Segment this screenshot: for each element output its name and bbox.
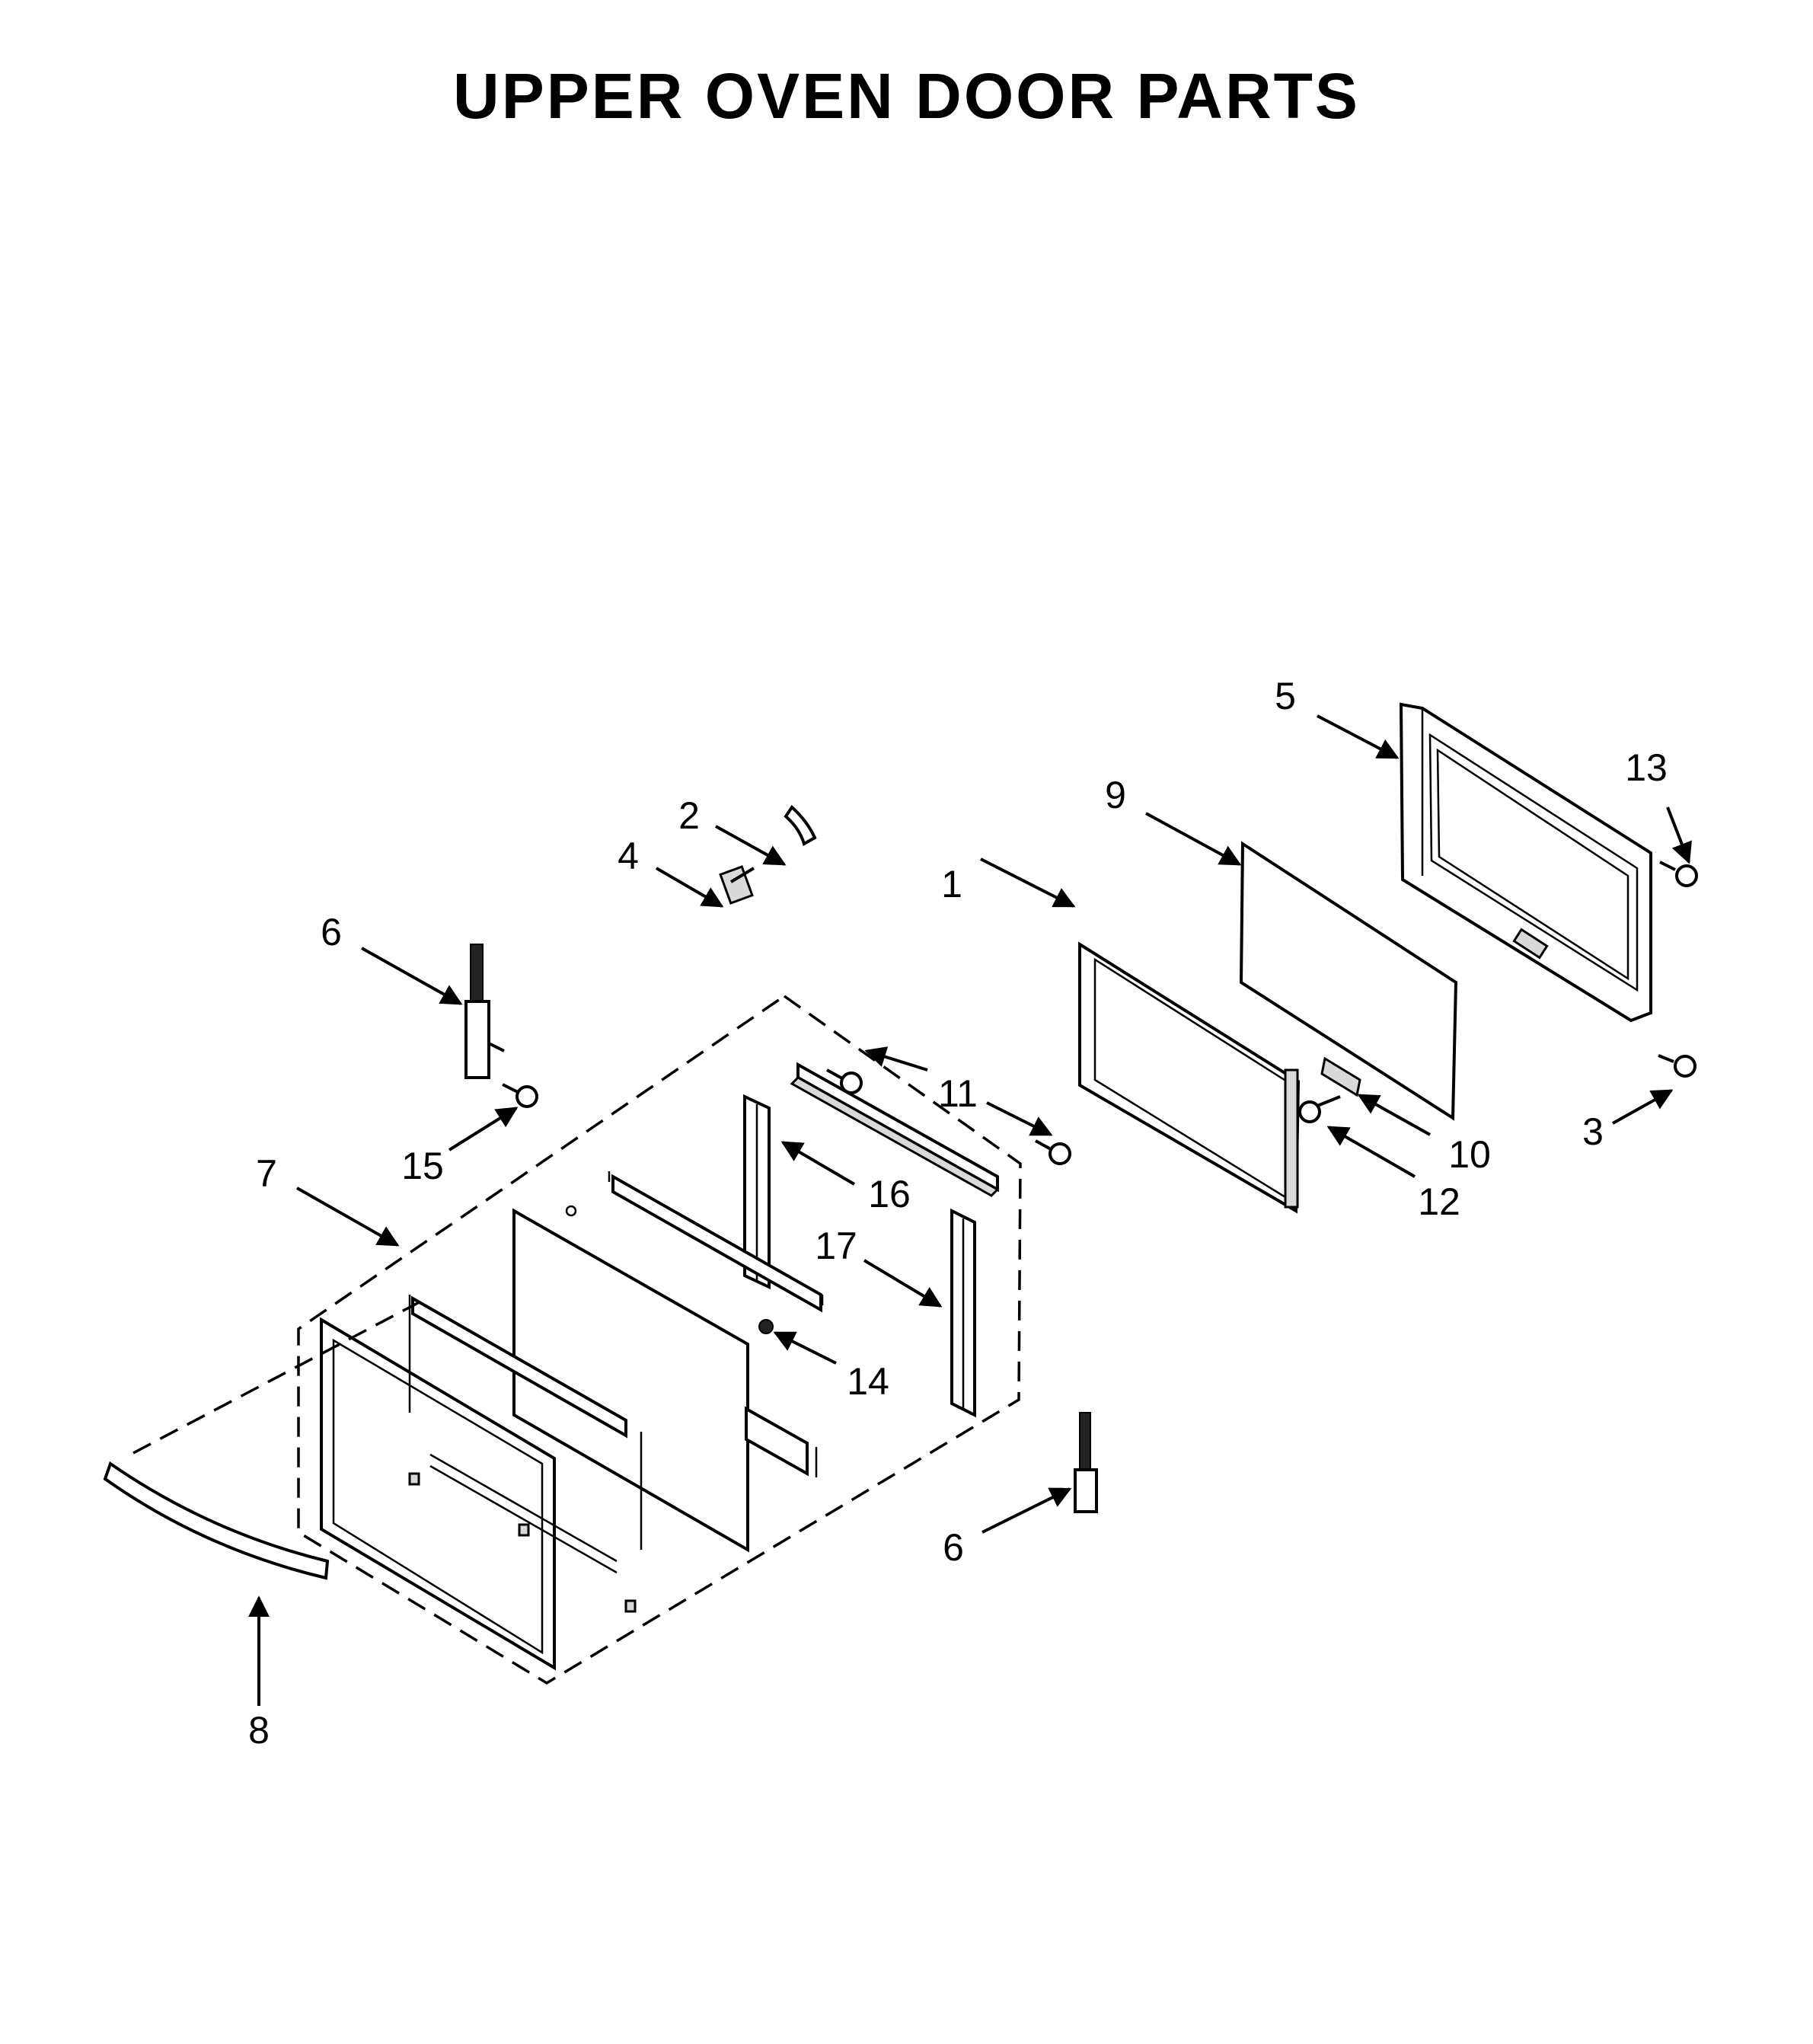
callout-16: 16 — [868, 1173, 911, 1215]
arrow-3 — [1612, 1089, 1674, 1125]
arrow-16 — [780, 1141, 856, 1186]
callout-5: 5 — [1275, 675, 1296, 717]
callout-6-lower: 6 — [943, 1526, 964, 1569]
part-6-hinge-upper — [464, 944, 505, 1079]
callout-10: 10 — [1448, 1133, 1491, 1176]
part-6-hinge-lower — [1074, 1412, 1098, 1513]
callout-2: 2 — [678, 794, 700, 837]
part-15-screw — [502, 1083, 538, 1108]
arrow-14 — [773, 1331, 837, 1365]
door-assembly-outline — [297, 995, 1022, 1685]
part-16-side-channel — [743, 1094, 771, 1290]
part-5-inner-door-frame — [1399, 702, 1652, 1023]
handle-alignment-line — [132, 1297, 427, 1455]
part-8-handle — [103, 1461, 330, 1580]
arrow-2 — [715, 825, 787, 866]
part-14-bumper — [758, 1319, 774, 1334]
callout-13: 13 — [1625, 746, 1668, 789]
arrow-5 — [1317, 714, 1400, 759]
callout-9: 9 — [1105, 774, 1126, 816]
part-10-bracket — [1320, 1056, 1361, 1097]
arrow-11a — [864, 1046, 928, 1072]
part-9-glass-panel — [1239, 841, 1458, 1121]
part-4-latch — [719, 865, 755, 905]
callout-14: 14 — [847, 1360, 889, 1403]
arrow-10 — [1357, 1094, 1431, 1136]
arrow-15 — [448, 1107, 519, 1151]
arrow-4 — [655, 867, 724, 908]
callout-8: 8 — [248, 1709, 270, 1752]
arrow-17 — [863, 1259, 943, 1308]
arrow-9 — [1145, 812, 1242, 866]
part-1-door-panel — [1078, 941, 1301, 1214]
callout-12: 12 — [1418, 1180, 1460, 1223]
part-2-clip — [784, 804, 817, 846]
arrow-13 — [1666, 806, 1692, 864]
part-11-channel — [790, 1062, 1071, 1197]
callout-6-upper: 6 — [321, 911, 342, 953]
part-3-screw — [1658, 1054, 1696, 1078]
arrow-12 — [1326, 1126, 1416, 1178]
part-12-screw — [1298, 1095, 1341, 1123]
callout-labels: 1 2 3 4 5 6 6 7 8 9 10 11 12 13 14 15 16… — [248, 675, 1668, 1752]
part-13-screw — [1659, 861, 1698, 887]
arrow-1 — [980, 858, 1076, 908]
callout-1: 1 — [941, 863, 962, 905]
arrow-7 — [296, 1186, 400, 1247]
callout-17: 17 — [815, 1225, 857, 1267]
arrow-6a — [361, 947, 463, 1005]
callout-3: 3 — [1582, 1110, 1604, 1153]
arrow-6b — [982, 1487, 1072, 1534]
page-title: UPPER OVEN DOOR PARTS — [453, 60, 1360, 132]
callout-15: 15 — [401, 1145, 444, 1187]
leader-arrows — [248, 714, 1692, 1706]
callout-4: 4 — [618, 835, 639, 877]
part-17-side-channel — [950, 1208, 976, 1418]
callout-11: 11 — [938, 1072, 978, 1115]
inner-glass-panel — [512, 1171, 824, 1553]
door-outer-frame — [320, 1295, 643, 1671]
callout-7: 7 — [256, 1152, 277, 1195]
arrow-11b — [986, 1101, 1053, 1136]
